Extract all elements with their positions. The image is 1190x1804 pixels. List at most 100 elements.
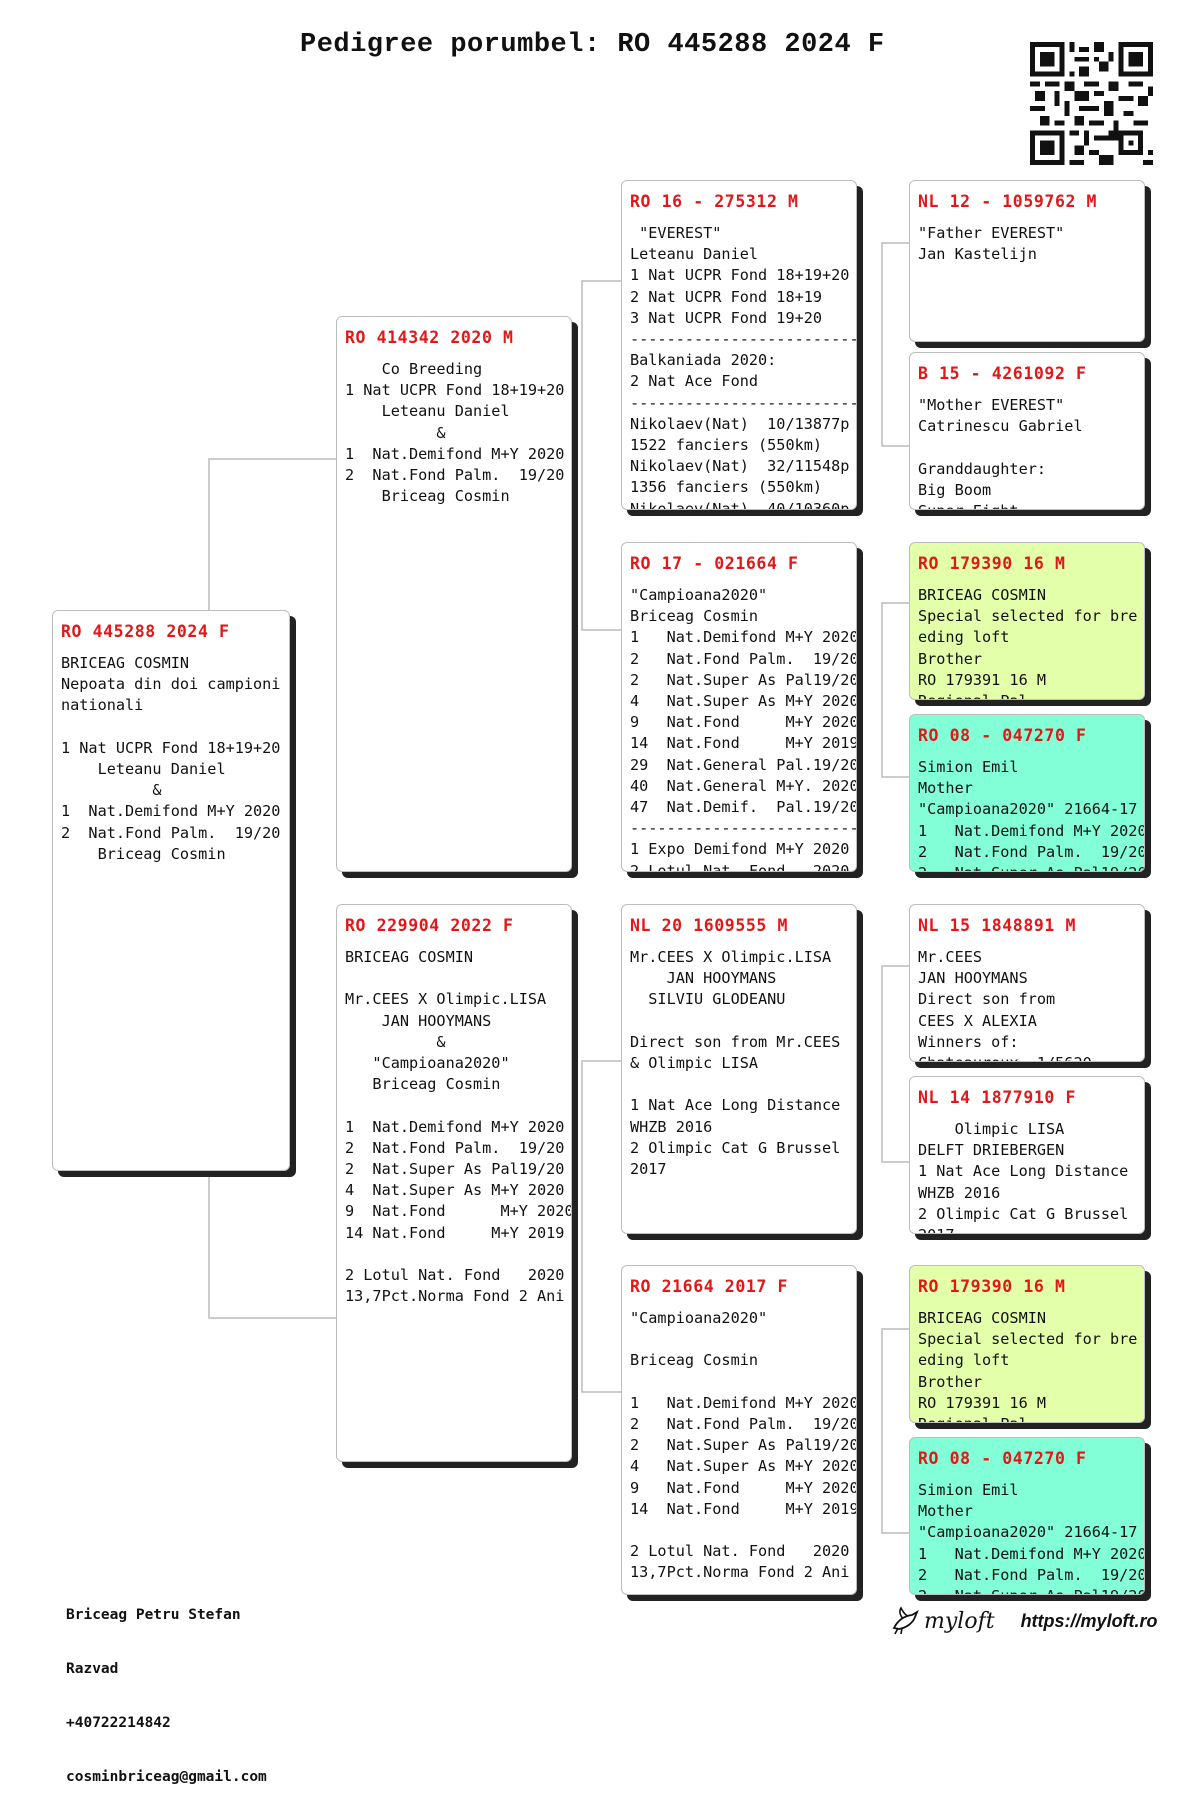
detail-line: JAN HOOYMANS <box>630 969 777 988</box>
detail-line <box>345 1244 563 1265</box>
card-details: "Father EVEREST"Jan Kastelijn <box>918 223 1136 265</box>
pigeon-icon <box>892 1606 919 1635</box>
detail-line: 9 Nat.Fond M+Y 2020 <box>630 713 857 732</box>
detail-line: DELFT DRIEBERGEN <box>918 1141 1065 1160</box>
detail-line: Briceag Cosmin <box>630 1351 759 1370</box>
ds-dam-card[interactable]: NL 14 1877910 F Olimpic LISA DELFT DRIEBE… <box>909 1076 1145 1234</box>
detail-line: 29 Nat.General Pal.19/20 <box>630 755 857 774</box>
detail-line: 2 Nat.Fond Palm. 19/20 <box>630 649 857 668</box>
contact-email[interactable]: cosminbriceag@gmail.com <box>66 1769 267 1785</box>
detail-line: nationali <box>61 696 144 715</box>
ring-number: B 15 - 4261092 F <box>918 364 1087 383</box>
detail-line: & <box>61 781 162 800</box>
contact-block: Briceag Petru Stefan Razvad +40722214842… <box>66 1570 267 1804</box>
detail-line <box>61 717 281 738</box>
detail-line: 2017 <box>918 1225 1136 1233</box>
detail-line: 14 Nat.Fond M+Y 2019 <box>345 1223 565 1242</box>
card-details: Mr.CEES X Olimpic.LISA JAN HOOYMANS SILV… <box>630 947 848 1180</box>
detail-line: Leteanu Daniel <box>345 402 510 421</box>
sire-dam-card[interactable]: RO 17 - 021664 F "Campioana2020"Briceag … <box>621 542 857 872</box>
detail-line <box>630 1074 848 1095</box>
ring-number: NL 20 1609555 M <box>630 916 789 935</box>
detail-line: ------------------------- <box>630 819 857 838</box>
detail-line: 2 Nat.Fond Palm. 19/20 <box>918 842 1145 861</box>
detail-line: 1 Nat.Demifond M+Y 2020 <box>630 628 857 647</box>
contact-name-line1: Briceag Petru Stefan <box>66 1607 241 1623</box>
ss-dam-card[interactable]: B 15 - 4261092 F "Mother EVEREST"Catrine… <box>909 352 1145 510</box>
detail-line: CEES X ALEXIA <box>918 1011 1037 1030</box>
detail-line: eding loft <box>918 1351 1010 1370</box>
detail-line: 2 Nat.Super As Pal19/20 <box>630 1436 857 1455</box>
detail-line: 2 Lotul Nat. Fond 2020 <box>345 1266 565 1284</box>
detail-line: 2 Olimpic Cat G Brussel <box>918 1204 1129 1223</box>
detail-line: 47 Nat.Demif. Pal.19/20 <box>630 798 857 817</box>
detail-line: 1 Nat.Demifond M+Y 2020 <box>61 802 281 821</box>
detail-line: 1 Nat.Demifond M+Y 2020 <box>345 1117 565 1136</box>
detail-line: 2 Nat.Super As Pal19/20 <box>918 863 1144 871</box>
pedigree-connector-lines <box>208 242 909 1534</box>
detail-line: JAN HOOYMANS <box>918 969 1028 988</box>
detail-line: "Campioana2020" <box>345 1054 510 1072</box>
detail-line: 2017 <box>630 1160 667 1178</box>
detail-line: Mr.CEES <box>918 948 983 966</box>
dam-dam-card[interactable]: RO 21664 2017 F "Campioana2020"Briceag C… <box>621 1265 857 1595</box>
detail-line: 9 Nat.Fond M+Y 2020 <box>345 1202 572 1221</box>
detail-line <box>630 1520 848 1541</box>
detail-line: ------------------------- <box>630 330 857 349</box>
detail-line: RO 179391 16 M <box>918 1393 1047 1412</box>
detail-line: 40 Nat.General M+Y. 2020 <box>630 776 857 795</box>
detail-line: 3 Nat UCPR Fond 19+20 <box>630 308 823 327</box>
brand-name: myloft <box>924 1608 995 1634</box>
detail-line: 1522 fanciers (550km) <box>630 436 823 455</box>
detail-line: Olimpic LISA <box>918 1120 1065 1138</box>
detail-line: 1 Expo Demifond M+Y 2020 <box>630 840 850 859</box>
detail-line: 2 Nat.Fond Palm. 19/20 <box>345 1138 565 1157</box>
detail-line: Super Eight <box>918 501 1136 509</box>
detail-line: 13,7Pct.Norma Fond 2 Ani <box>630 1563 850 1582</box>
dam-sire-card[interactable]: NL 20 1609555 M Mr.CEES X Olimpic.LISA J… <box>621 904 857 1234</box>
ring-number: RO 21664 2017 F <box>630 1277 789 1296</box>
detail-line <box>630 1329 848 1350</box>
detail-line: Chateauroux 1/5620 <box>918 1053 1136 1061</box>
detail-line: 2 Nat Ace Fond <box>630 372 759 391</box>
detail-line: SILVIU GLODEANU <box>630 990 786 1009</box>
detail-line: "Campioana2020" <box>630 586 768 604</box>
ss-sire-card[interactable]: NL 12 - 1059762 M "Father EVEREST"Jan Ka… <box>909 180 1145 342</box>
detail-line: 2 Lotul Nat Fond 2020 <box>630 861 850 872</box>
detail-line: Special selected for bre <box>918 607 1138 626</box>
brand-footer: myloft https://myloft.ro <box>890 1603 1170 1639</box>
brand-url-link[interactable]: https://myloft.ro <box>1020 1610 1158 1631</box>
ring-number: RO 179390 16 M <box>918 1277 1066 1296</box>
detail-line: 1 Nat UCPR Fond 18+19+20 <box>630 266 850 285</box>
ring-number: RO 414342 2020 M <box>345 328 514 347</box>
detail-line: WHZB 2016 <box>918 1183 1001 1202</box>
detail-line: 1 Nat Ace Long Distance <box>630 1096 841 1115</box>
detail-line: Brother <box>918 649 983 668</box>
contact-name-line2: Razvad <box>66 1661 119 1677</box>
detail-line: Regional Pal <box>918 1414 1136 1422</box>
detail-line: WHZB 2016 <box>630 1117 713 1136</box>
detail-line: 1 Nat Ace Long Distance <box>918 1162 1129 1181</box>
ring-number: NL 14 1877910 F <box>918 1088 1077 1107</box>
detail-line: 14 Nat.Fond M+Y 2019 <box>630 734 857 753</box>
detail-line: 2 Nat.Super As Pal19/20 <box>345 1160 565 1178</box>
detail-line: RO 179391 16 M <box>918 670 1047 689</box>
detail-line: BRICEAG COSMIN <box>61 654 190 672</box>
detail-line <box>345 968 563 989</box>
detail-line: ------------------------- <box>630 393 857 412</box>
detail-line <box>630 1011 848 1032</box>
sire-sire-card[interactable]: RO 16 - 275312 M "EVEREST"Leteanu Daniel… <box>621 180 857 510</box>
contact-phone[interactable]: +40722214842 <box>66 1715 171 1731</box>
ring-number: RO 229904 2022 F <box>345 916 514 935</box>
detail-line: 1 Nat.Demifond M+Y 2020 <box>918 821 1145 840</box>
